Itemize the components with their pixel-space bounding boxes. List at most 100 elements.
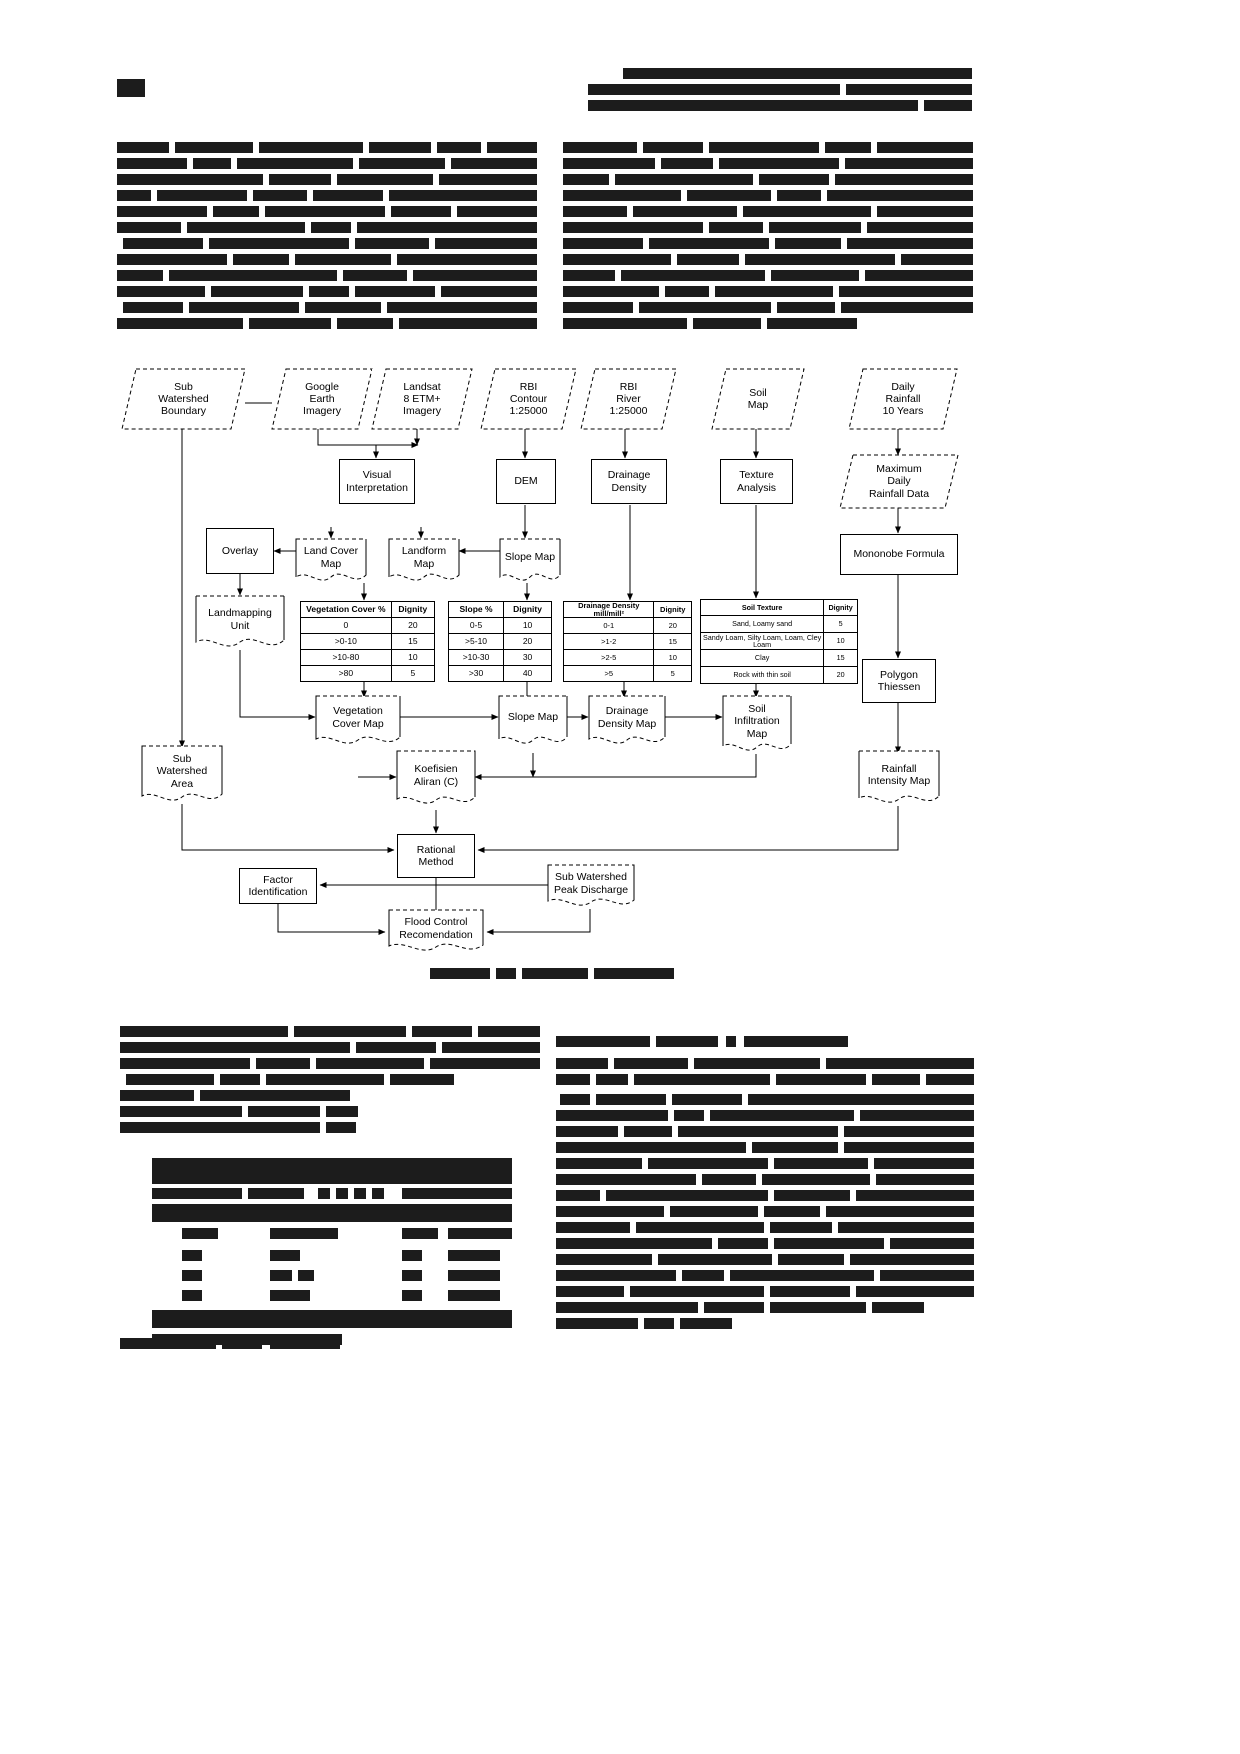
cell: 15 (653, 633, 692, 650)
figure-caption-redacted (430, 968, 674, 981)
cell: 5 (823, 615, 858, 633)
th-dignity: Dignity (653, 601, 692, 618)
cell: >5-10 (447, 633, 505, 650)
node-label: Mononobe Formula (853, 548, 945, 561)
cell: 15 (390, 633, 436, 650)
bottom-left-caption-redacted (120, 1338, 340, 1351)
cell: 10 (823, 632, 858, 650)
body-bottom-left-redacted (120, 1026, 540, 1138)
th-slope: Slope % (447, 601, 505, 618)
cell: 20 (823, 666, 858, 684)
cell: Sand, Loamy sand (699, 615, 825, 633)
cell: 0 (300, 617, 392, 634)
cell: 20 (503, 633, 552, 650)
cell: 5 (390, 665, 436, 682)
node-label: Slope Map (504, 551, 556, 564)
cell: >30 (447, 665, 505, 682)
cell: >2-5 (562, 649, 655, 666)
body-column-right-redacted (563, 142, 973, 337)
th-drainage-density: Drainage Density mill/mill² (562, 601, 655, 618)
th-dignity: Dignity (503, 601, 552, 618)
node-overlay[interactable]: Overlay (206, 528, 274, 574)
bottom-left-table-redacted (152, 1158, 512, 1348)
header-logo-redacted (117, 79, 145, 97)
cell: Sandy Loam, Silty Loam, Loam, Cley Loam (699, 632, 825, 650)
node-slope-map-top[interactable]: Slope Map (499, 538, 561, 583)
cell: 20 (653, 617, 692, 634)
node-dem[interactable]: DEM (496, 459, 556, 504)
cell: 40 (503, 665, 552, 682)
body-column-left-redacted (117, 142, 537, 337)
cell: 10 (390, 649, 436, 666)
cell: 5 (653, 665, 692, 682)
cell: 0-1 (562, 617, 655, 634)
cell: 20 (390, 617, 436, 634)
cell: >80 (300, 665, 392, 682)
header-title-redacted (588, 68, 972, 114)
node-label: DEM (514, 475, 538, 488)
cell: 30 (503, 649, 552, 666)
node-slope-map-mid[interactable]: Slope Map (498, 695, 568, 746)
cell: >10-30 (447, 649, 505, 666)
node-mononobe-formula[interactable]: Mononobe Formula (840, 534, 958, 575)
th-dignity: Dignity (390, 601, 436, 618)
body-bottom-right-redacted (556, 1036, 974, 1336)
cell: 15 (823, 649, 858, 667)
